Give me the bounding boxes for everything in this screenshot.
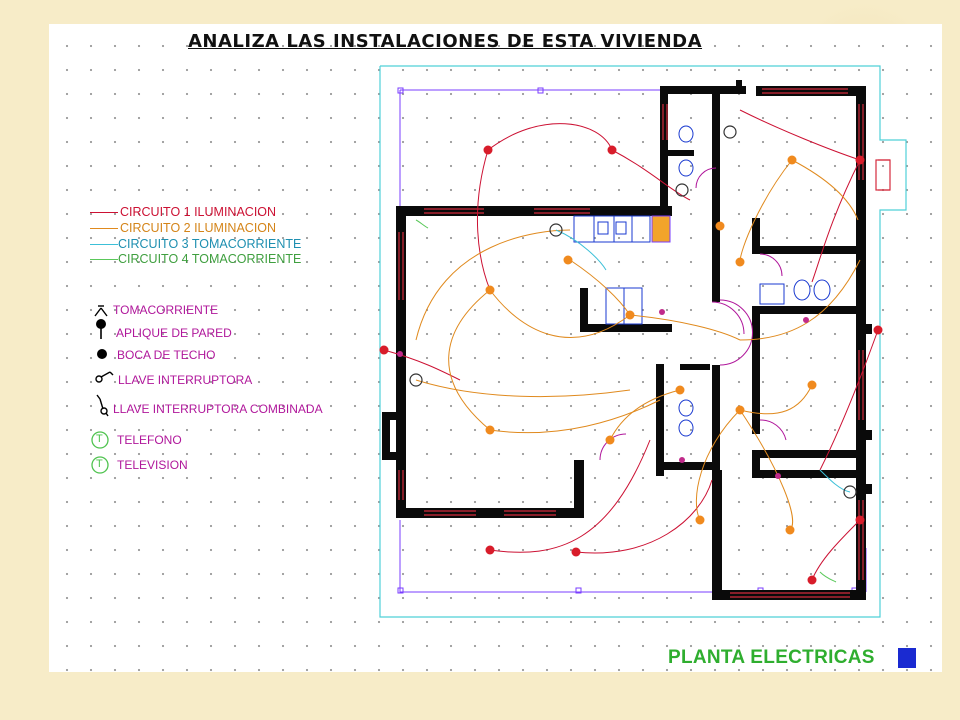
- switch-label: LLAVE INTERRUPTORA: [118, 373, 253, 387]
- outlet-marks: [409, 125, 857, 499]
- ceiling-lights-red: [379, 145, 883, 585]
- walls: [382, 80, 872, 600]
- phone-glyph: T: [96, 433, 103, 445]
- outlet-pink-marks: [397, 309, 809, 479]
- circuit-1-line: [90, 212, 118, 213]
- outlet-icon: [94, 305, 108, 317]
- combined-switch-icon: [96, 394, 109, 417]
- circuit-4-label: CIRCUITO 4 TOMACORRIENTE: [118, 252, 302, 266]
- circuit-3-label: CIRCUITO 3 TOMACORRIENTE: [118, 237, 302, 251]
- tv-glyph: T: [96, 458, 103, 470]
- circuit-2-label: CIRCUITO 2 ILUMINACION: [120, 221, 277, 235]
- outlet-label: TOMACORRIENTE: [113, 303, 219, 317]
- corner-marker: [898, 648, 916, 668]
- drawing-sheet: [49, 24, 942, 672]
- circuit-3-wiring: [555, 229, 851, 493]
- combined-switch-label: LLAVE INTERRUPTORA COMBINADA: [113, 402, 323, 416]
- circuit-4-wiring: [415, 219, 837, 583]
- wall-light-label: APLIQUE DE PARED: [116, 326, 232, 340]
- circuit-2-line: [90, 228, 118, 229]
- page-title: ANALIZA LAS INSTALACIONES DE ESTA VIVIEN…: [188, 31, 703, 52]
- circuit-2-wiring: [415, 159, 861, 531]
- switch-icon: [95, 371, 114, 383]
- ceiling-lights-orange: [485, 155, 817, 535]
- setback-outline: [397, 87, 867, 594]
- phone-icon: [91, 431, 109, 449]
- kitchen-fixtures: [573, 125, 831, 437]
- circuit-4-line: [90, 259, 118, 260]
- plan-label: PLANTA ELECTRICAS: [668, 647, 875, 668]
- ceiling-light-icon: [97, 349, 107, 359]
- phone-label: TELEFONO: [117, 433, 182, 447]
- circuit-3-line: [90, 244, 118, 245]
- circuit-1-label: CIRCUITO 1 ILUMINACION: [120, 205, 277, 219]
- windows: [398, 88, 891, 598]
- kitchen-hood: [651, 215, 671, 243]
- ceiling-light-label: BOCA DE TECHO: [117, 348, 216, 362]
- tv-label: TELEVISION: [117, 458, 188, 472]
- tv-icon: [91, 456, 109, 474]
- circuit-1-wiring: [383, 109, 879, 581]
- lot-boundary: [379, 65, 907, 618]
- wall-light-icon: [96, 319, 106, 339]
